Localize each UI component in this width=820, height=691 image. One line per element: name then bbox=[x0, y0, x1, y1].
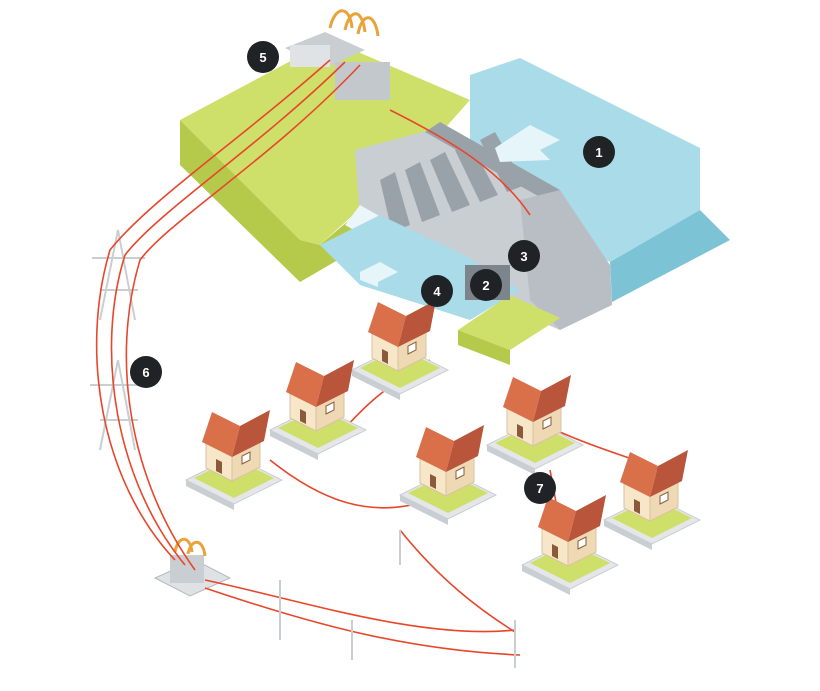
marker-4[interactable]: 4 bbox=[421, 275, 453, 307]
house-roof-right bbox=[568, 495, 606, 542]
house-roof-right bbox=[398, 300, 436, 347]
marker-4-label: 4 bbox=[433, 284, 441, 299]
house-plate-edge bbox=[604, 520, 652, 550]
hydro-dam-block bbox=[180, 40, 730, 365]
marker-2-label: 2 bbox=[482, 278, 489, 293]
house-roof-left bbox=[202, 412, 240, 457]
house-window bbox=[659, 491, 669, 505]
dam-substation bbox=[285, 9, 390, 100]
house-window bbox=[577, 536, 587, 550]
house bbox=[268, 360, 368, 460]
powerhouse-tower bbox=[520, 190, 612, 330]
house-roof-left bbox=[368, 302, 406, 347]
marker-3-label: 3 bbox=[520, 249, 527, 264]
house bbox=[485, 375, 585, 475]
house-plate-edge bbox=[400, 495, 448, 525]
house-roof-right bbox=[232, 410, 270, 457]
house-door bbox=[552, 544, 558, 559]
outflow-arrow bbox=[360, 262, 398, 287]
house-door bbox=[216, 459, 222, 474]
house-door bbox=[517, 424, 523, 439]
marker-1[interactable]: 1 bbox=[583, 136, 615, 168]
marker-7-label: 7 bbox=[536, 481, 543, 496]
house-window bbox=[542, 416, 552, 430]
house-roof-left bbox=[503, 377, 541, 422]
house-window bbox=[455, 466, 465, 480]
house-roof-right bbox=[533, 375, 571, 422]
house bbox=[398, 425, 498, 525]
marker-7[interactable]: 7 bbox=[524, 472, 556, 504]
tailwater-bank-top bbox=[458, 295, 560, 350]
reservoir-water-side bbox=[610, 210, 730, 302]
embankment-grass-side bbox=[180, 120, 355, 282]
house-roof-left bbox=[416, 427, 454, 472]
house-door bbox=[300, 409, 306, 424]
house-plate-edge bbox=[186, 480, 234, 510]
house bbox=[520, 495, 620, 595]
house-window bbox=[325, 401, 335, 415]
house-plate-edge bbox=[352, 370, 400, 400]
marker-3[interactable]: 3 bbox=[508, 240, 540, 272]
house-roof-left bbox=[286, 362, 324, 407]
house-roof-right bbox=[446, 425, 484, 472]
marker-2[interactable]: 2 bbox=[470, 269, 502, 301]
marker-6-label: 6 bbox=[142, 365, 149, 380]
house bbox=[602, 450, 702, 550]
house-roof-left bbox=[620, 452, 658, 497]
embankment-grass-top bbox=[180, 40, 470, 245]
houses bbox=[184, 300, 702, 595]
reservoir-flow-arrow bbox=[495, 125, 560, 162]
utility-poles bbox=[279, 530, 516, 668]
house-roof-right bbox=[650, 450, 688, 497]
house-roof-right bbox=[316, 360, 354, 407]
house-plate-edge bbox=[270, 430, 318, 460]
tailwater-bank-side bbox=[458, 330, 510, 365]
marker-1-label: 1 bbox=[595, 145, 602, 160]
marker-5[interactable]: 5 bbox=[247, 41, 279, 73]
spillway-gates bbox=[380, 132, 525, 232]
transmission-towers bbox=[90, 229, 148, 451]
marker-6[interactable]: 6 bbox=[130, 356, 162, 388]
house-door bbox=[430, 474, 436, 489]
house-plate-edge bbox=[522, 565, 570, 595]
house-window bbox=[241, 451, 251, 465]
house-plate-edge bbox=[487, 445, 535, 475]
house-door bbox=[382, 349, 388, 364]
marker-5-label: 5 bbox=[259, 50, 266, 65]
house-roof-left bbox=[538, 497, 576, 542]
house-window bbox=[407, 341, 417, 355]
house bbox=[350, 300, 450, 400]
house-door bbox=[634, 499, 640, 514]
house bbox=[184, 410, 284, 510]
